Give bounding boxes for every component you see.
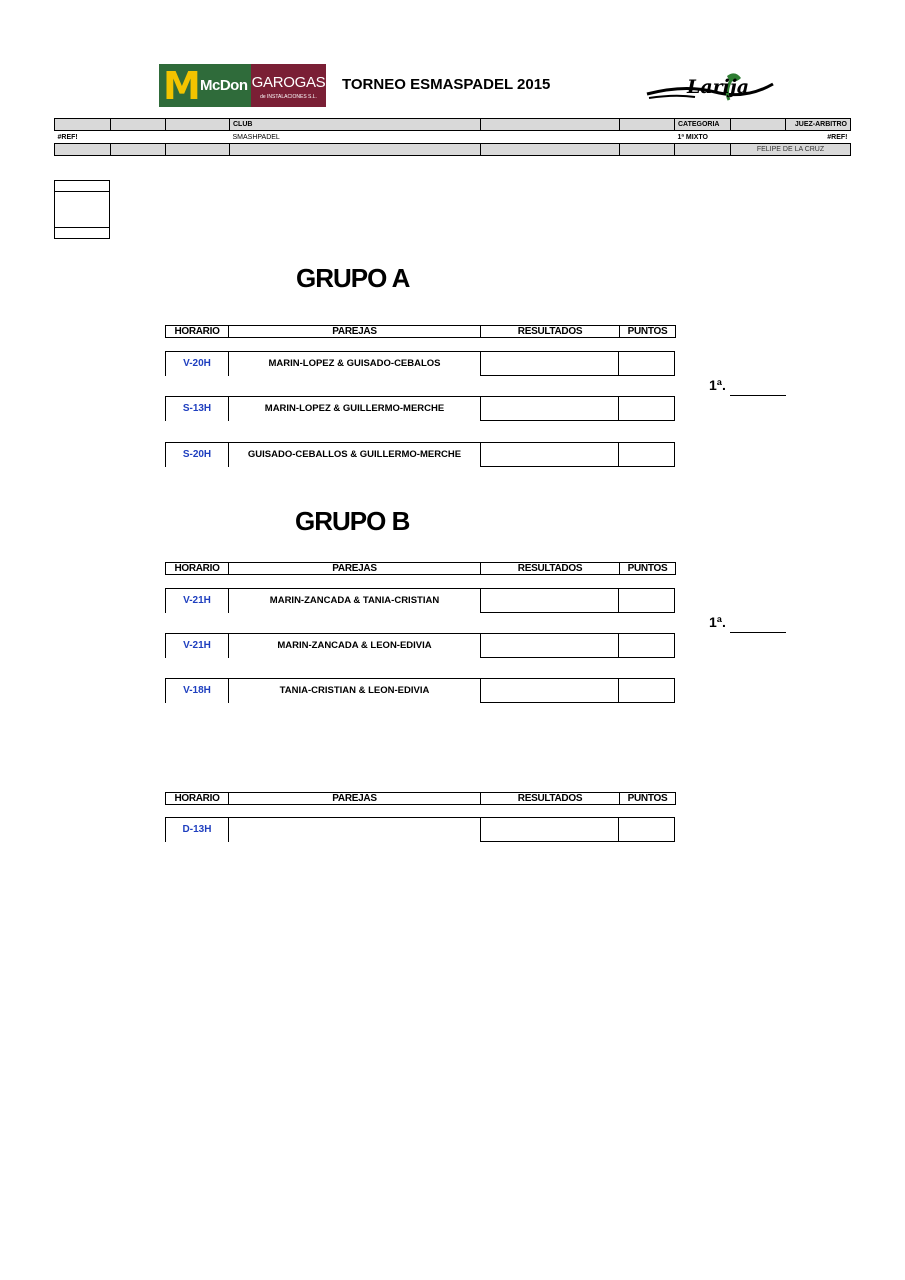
mcdon-text: McDon: [200, 77, 248, 94]
result-input[interactable]: [480, 678, 619, 703]
ref-right: #REF!: [827, 133, 848, 141]
points-input[interactable]: [619, 351, 675, 376]
resultados-header: RESULTADOS: [480, 325, 620, 338]
resultados-header: RESULTADOS: [480, 792, 620, 805]
aux-box-top: [54, 180, 110, 192]
mcdonalds-logo: M McDon: [159, 64, 251, 107]
match-row: D-13H: [165, 817, 675, 842]
match-time: V-21H: [165, 633, 228, 658]
parejas-header: PAREJAS: [228, 792, 481, 805]
match-time: D-13H: [165, 817, 228, 842]
points-input[interactable]: [619, 588, 675, 613]
points-input[interactable]: [619, 817, 675, 842]
grupo-a-header: HORARIO PAREJAS RESULTADOS PUNTOS: [165, 325, 676, 338]
result-input[interactable]: [480, 351, 619, 376]
sponsor-logo: M McDon GAROGAS de INSTALACIONES S.L.: [159, 64, 326, 107]
aux-box-middle: [54, 191, 110, 228]
horario-header: HORARIO: [165, 562, 229, 575]
puntos-header: PUNTOS: [619, 562, 676, 575]
horario-header: HORARIO: [165, 325, 229, 338]
garogas-subtext: de INSTALACIONES S.L.: [260, 94, 317, 100]
match-pair: MARIN-ZANCADA & LEON-EDIVIA: [228, 633, 480, 658]
result-input[interactable]: [480, 633, 619, 658]
grupo-a-first-place-field[interactable]: [730, 395, 786, 396]
parejas-header: PAREJAS: [228, 562, 481, 575]
match-time: V-18H: [165, 678, 228, 703]
match-row: S-20H GUISADO-CEBALLOS & GUILLERMO-MERCH…: [165, 442, 675, 467]
match-time: S-13H: [165, 396, 228, 421]
points-input[interactable]: [619, 396, 675, 421]
match-row: V-20H MARIN-LOPEZ & GUISADO-CEBALOS: [165, 351, 675, 376]
match-row: V-18H TANIA-CRISTIAN & LEON-EDIVIA: [165, 678, 675, 703]
match-pair: GUISADO-CEBALLOS & GUILLERMO-MERCHE: [228, 442, 480, 467]
match-time: S-20H: [165, 442, 228, 467]
result-input[interactable]: [480, 817, 619, 842]
match-row: S-13H MARIN-LOPEZ & GUILLERMO-MERCHE: [165, 396, 675, 421]
final-header: HORARIO PAREJAS RESULTADOS PUNTOS: [165, 792, 676, 805]
larija-logo: Larija: [645, 70, 775, 104]
categoria-value: 1ª MIXTO: [677, 133, 708, 141]
match-time: V-20H: [165, 351, 228, 376]
match-pair: MARIN-LOPEZ & GUILLERMO-MERCHE: [228, 396, 480, 421]
match-time: V-21H: [165, 588, 228, 613]
points-input[interactable]: [619, 442, 675, 467]
garogas-text: GAROGAS: [251, 74, 326, 91]
points-input[interactable]: [619, 678, 675, 703]
aux-box-bottom: [54, 227, 110, 239]
grupo-b-title: GRUPO B: [295, 506, 410, 536]
golden-arches-icon: M: [163, 64, 201, 108]
puntos-header: PUNTOS: [619, 325, 676, 338]
larija-swoosh-icon: [646, 73, 774, 101]
match-pair: MARIN-LOPEZ & GUISADO-CEBALOS: [228, 351, 480, 376]
match-pair: [228, 817, 480, 842]
info-grid: CLUB CATEGORIA JUEZ-ARBITRO #REF! SMASHP…: [54, 118, 851, 156]
club-label: CLUB: [229, 118, 481, 131]
result-input[interactable]: [480, 588, 619, 613]
garogas-logo: GAROGAS de INSTALACIONES S.L.: [251, 64, 326, 107]
larija-text: Larija: [687, 76, 750, 98]
match-row: V-21H MARIN-ZANCADA & TANIA-CRISTIAN: [165, 588, 675, 613]
horario-header: HORARIO: [165, 792, 229, 805]
tournament-title: TORNEO ESMASPADEL 2015: [342, 76, 551, 93]
resultados-header: RESULTADOS: [480, 562, 620, 575]
parejas-header: PAREJAS: [228, 325, 481, 338]
grupo-b-header: HORARIO PAREJAS RESULTADOS PUNTOS: [165, 562, 676, 575]
juez-value: FELIPE DE LA CRUZ: [730, 143, 851, 156]
result-input[interactable]: [480, 442, 619, 467]
club-value: SMASHPADEL: [232, 133, 280, 141]
result-input[interactable]: [480, 396, 619, 421]
grupo-a-first-place-label: 1ª.: [709, 377, 726, 393]
ref-left: #REF!: [57, 133, 78, 141]
grupo-b-first-place-field[interactable]: [730, 632, 786, 633]
grupo-a-title: GRUPO A: [296, 263, 410, 293]
match-pair: MARIN-ZANCADA & TANIA-CRISTIAN: [228, 588, 480, 613]
match-pair: TANIA-CRISTIAN & LEON-EDIVIA: [228, 678, 480, 703]
points-input[interactable]: [619, 633, 675, 658]
puntos-header: PUNTOS: [619, 792, 676, 805]
match-row: V-21H MARIN-ZANCADA & LEON-EDIVIA: [165, 633, 675, 658]
juez-label: JUEZ-ARBITRO: [785, 118, 851, 131]
grupo-b-first-place-label: 1ª.: [709, 614, 726, 630]
categoria-label: CATEGORIA: [674, 118, 731, 131]
